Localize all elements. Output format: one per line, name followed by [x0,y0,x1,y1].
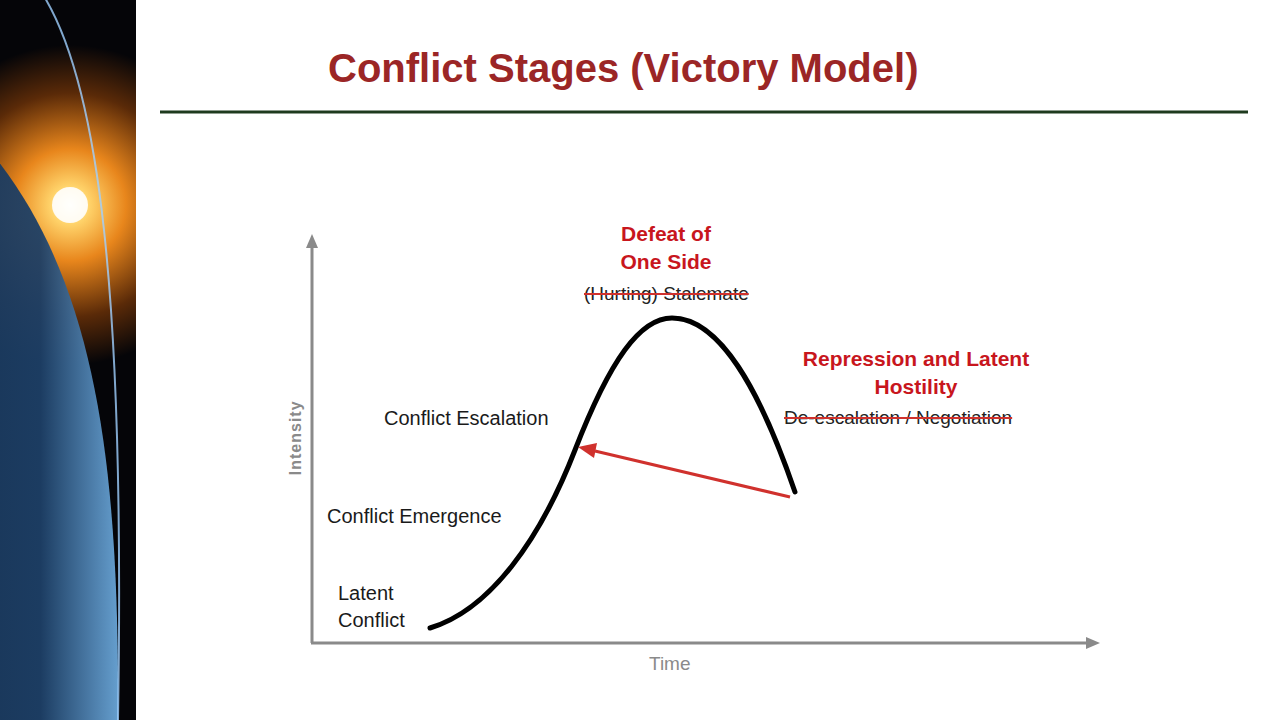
space-strip [0,0,136,720]
struck-label: De-escalation / Negotiation [784,405,1012,431]
x-axis-head [1086,637,1100,649]
stage-label: Conflict Escalation [384,405,549,432]
outcome-label: Repression and Latent Hostility [781,345,1051,402]
return-arrow-head [578,443,597,458]
slide-title: Conflict Stages (Victory Model) [328,44,918,92]
axis-label: Time [649,651,691,677]
y-axis-head [306,234,318,248]
atmosphere-rim [40,0,119,720]
axis-label: Intensity [285,400,307,475]
stage-label: Latent Conflict [338,580,430,634]
outcome-label: Defeat of One Side [604,220,728,277]
y-axis [311,244,314,643]
axes [306,234,1100,649]
title-rule [160,111,1248,114]
return-arrow [595,451,790,497]
x-axis [311,642,1090,645]
stage-label: Conflict Emergence [327,503,502,530]
intensity-curve [430,318,795,628]
earth-arc [0,0,118,720]
struck-label: (Hurting) Stalemate [584,281,749,307]
sun [52,187,88,223]
